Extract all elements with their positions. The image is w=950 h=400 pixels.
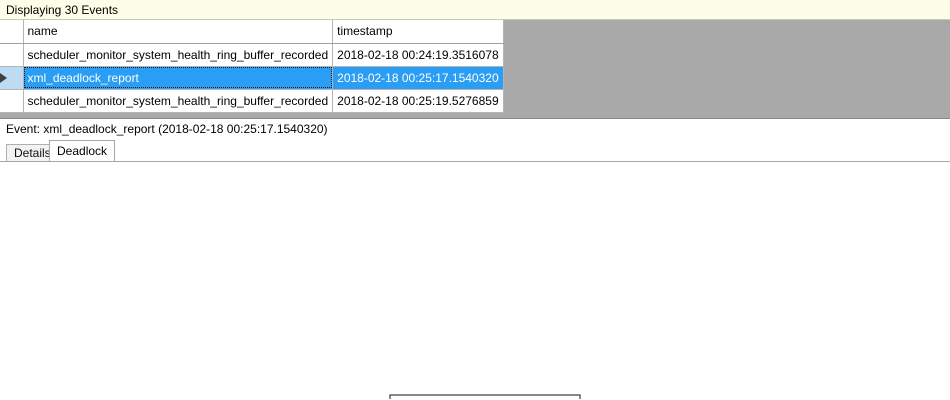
tab-details-label: Details xyxy=(14,146,51,160)
row-timestamp-cell[interactable]: 2018-02-18 00:24:19.3516078 xyxy=(332,43,504,67)
tab-deadlock[interactable]: Deadlock xyxy=(49,140,116,161)
events-grid[interactable]: name timestamp scheduler_monitor_system_… xyxy=(0,20,504,113)
events-grid-container[interactable]: name timestamp scheduler_monitor_system_… xyxy=(0,20,950,119)
table-row-selected[interactable]: xml_deadlock_report 2018-02-18 00:25:17.… xyxy=(0,66,504,90)
row-timestamp-cell[interactable]: 2018-02-18 00:25:17.1540320 xyxy=(332,66,504,90)
events-count-banner: Displaying 30 Events xyxy=(0,0,950,20)
row-name-cell[interactable]: scheduler_monitor_system_health_ring_buf… xyxy=(23,43,334,67)
deadlock-graph-canvas[interactable]: top key lock --> Request Mode: S victim … xyxy=(0,162,950,399)
grid-header-row: name timestamp xyxy=(0,20,504,44)
table-row[interactable]: scheduler_monitor_system_health_ring_buf… xyxy=(0,43,504,67)
resource-top-box[interactable] xyxy=(389,394,581,399)
grid-header-timestamp[interactable]: timestamp xyxy=(332,20,504,44)
deadlock-graph-pane[interactable]: top key lock --> Request Mode: S victim … xyxy=(0,161,950,399)
row-name-cell[interactable]: scheduler_monitor_system_health_ring_buf… xyxy=(23,89,334,113)
row-selector-cell[interactable] xyxy=(0,89,24,113)
table-row[interactable]: scheduler_monitor_system_health_ring_buf… xyxy=(0,89,504,113)
row-timestamp-cell[interactable]: 2018-02-18 00:25:19.5276859 xyxy=(332,89,504,113)
tab-deadlock-label: Deadlock xyxy=(57,144,108,158)
resource-node-key-lock-top[interactable]: Key Lock HoBt ID: 72057594214154240 asso… xyxy=(378,394,592,399)
grid-header-selector xyxy=(0,20,24,44)
current-row-arrow-icon xyxy=(0,73,7,84)
row-selector-cell[interactable] xyxy=(0,43,24,67)
selected-event-caption: Event: xml_deadlock_report (2018-02-18 0… xyxy=(0,119,950,139)
grid-header-name[interactable]: name xyxy=(23,20,334,44)
selected-event-label: Event: xml_deadlock_report (2018-02-18 0… xyxy=(6,122,328,136)
row-selector-cell[interactable] xyxy=(0,66,24,90)
row-name-cell[interactable]: xml_deadlock_report xyxy=(23,66,334,90)
events-count-label: Displaying 30 Events xyxy=(6,2,119,17)
detail-tabstrip[interactable]: Details Deadlock xyxy=(0,139,950,161)
